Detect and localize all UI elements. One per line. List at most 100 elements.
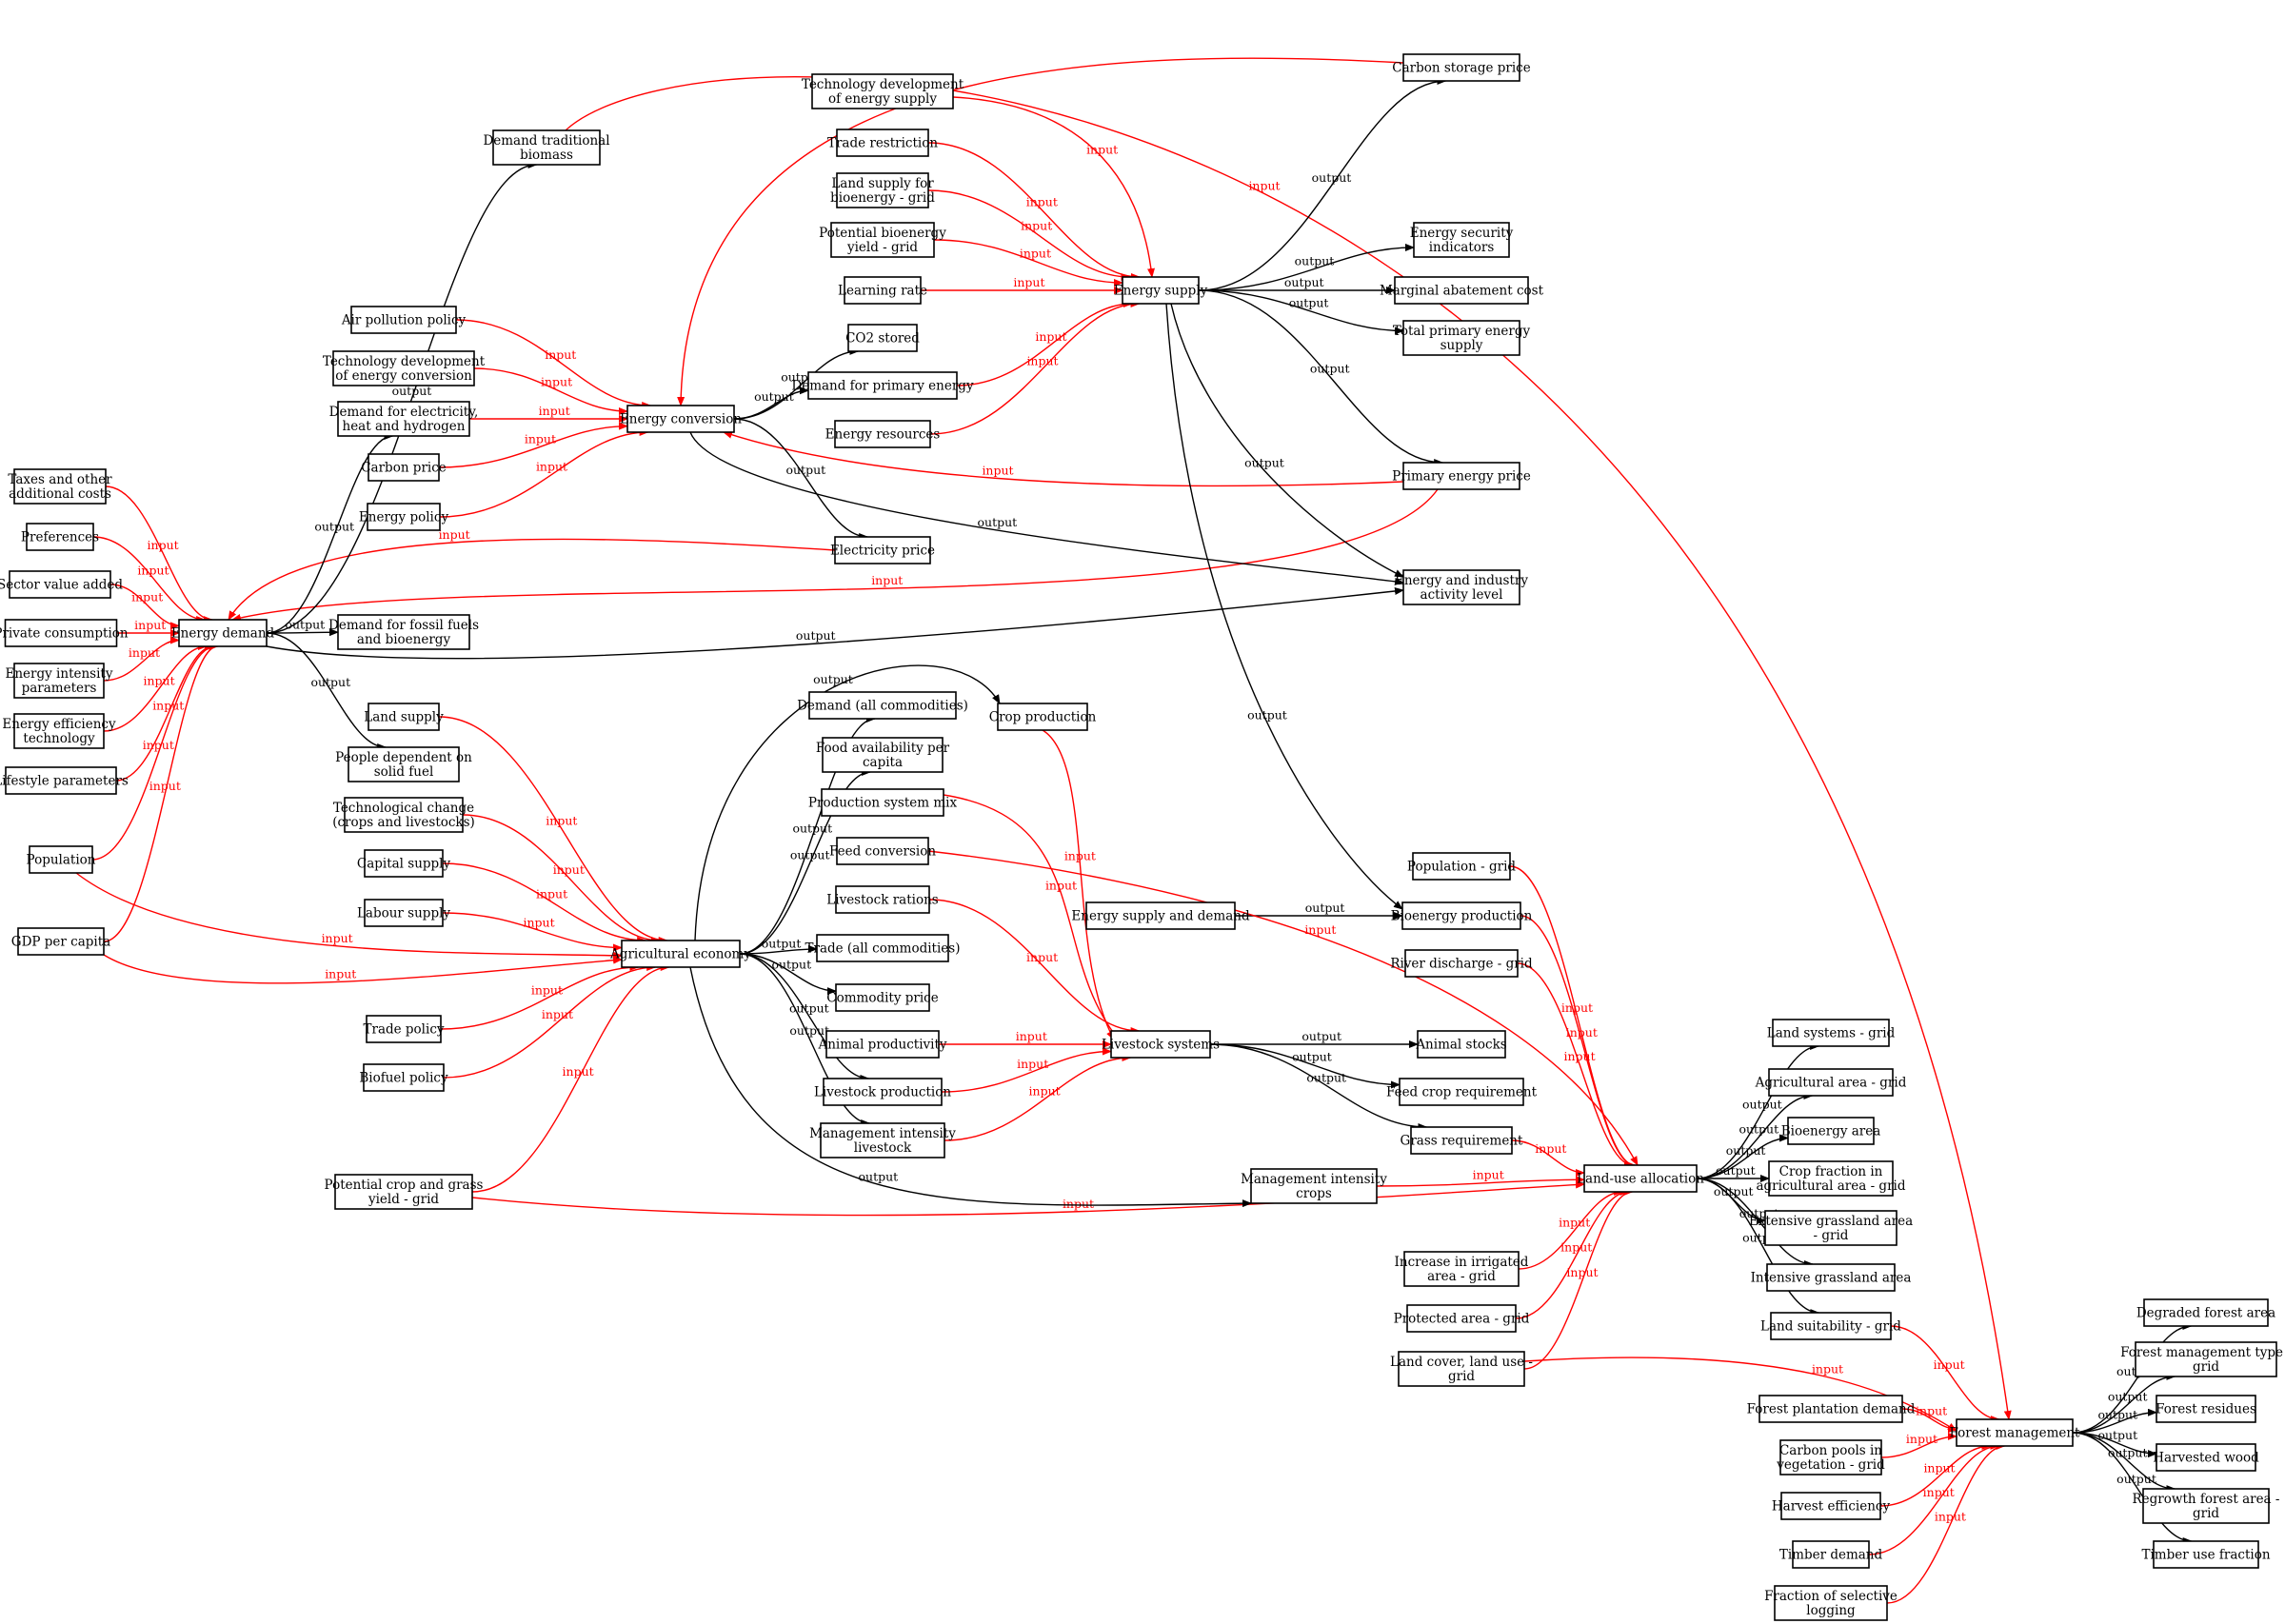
node-label-line: livestock (854, 1140, 912, 1156)
edge-agri-economy-to-mgmt-crops: output (689, 966, 1252, 1208)
edge-label-input: input (536, 460, 567, 474)
node-box (5, 766, 117, 795)
edge-land-use-alloc-to-crop-fraction: output (1697, 1163, 1770, 1182)
node-carbon-storage: Carbon storage price (1392, 53, 1531, 82)
edge-line (1696, 1092, 1814, 1179)
node-label-line: Livestock rations (826, 893, 938, 908)
node-label-line: Energy demand (171, 626, 275, 642)
edge-line (91, 643, 216, 861)
edge-energy-conversion-to-energy-industry: output (689, 431, 1404, 585)
edge-label-output: output (1306, 1071, 1346, 1085)
edge-line (75, 872, 623, 960)
node-box (367, 503, 441, 531)
node-label-line: logging (1806, 1603, 1856, 1618)
edge-energy-demand-to-demand-elec: output (266, 432, 394, 634)
node-box (368, 703, 440, 731)
node-box (830, 222, 935, 258)
node-forest-plantation: Forest plantation demand (1747, 1395, 1916, 1423)
edge-livestock-production-to-livestock-systems: input (941, 1047, 1112, 1093)
edge-line (927, 189, 1131, 281)
edge-label-output: output (771, 958, 811, 972)
node-harvested-wood: Harvested wood (2153, 1443, 2259, 1472)
node-trade-restriction: Trade restriction (827, 129, 938, 157)
node-label-line: Energy conversion (620, 412, 742, 427)
edge-label-output: output (1244, 455, 1284, 469)
edge-energy-sd-to-bioenergy-production: output (1235, 901, 1403, 920)
edge-bioenergy-production-to-land-use-alloc: input (1520, 915, 1636, 1169)
node-energy-policy: Energy policy (359, 503, 448, 531)
edge-line (1696, 1178, 1820, 1317)
edge-land-use-alloc-to-agri-area: output (1696, 1092, 1814, 1179)
edge-label-output: output (978, 515, 1018, 529)
node-agri-area: Agricultural area - grid (1755, 1068, 1907, 1097)
node-box (1758, 1395, 1903, 1423)
edge-label-output: output (1312, 170, 1352, 185)
edge-label-output: output (285, 618, 325, 632)
edge-private-consumption-to-energy-demand: input (116, 618, 180, 637)
node-label-line: Livestock production (814, 1085, 951, 1100)
edge-energy-supply-to-marginal-abatement: output (1199, 275, 1396, 294)
edge-line (471, 1180, 1585, 1217)
node-box (1399, 1078, 1524, 1106)
node-label-line: Timber demand (1779, 1548, 1883, 1563)
edge-label-input: input (1535, 1141, 1566, 1156)
node-label-line: Regrowth forest area - (2133, 1492, 2280, 1507)
edge-timber-demand-to-forest-management: input (1868, 1442, 2000, 1555)
edge-energy-supply-to-energy-industry: output (1170, 303, 1404, 578)
node-river-discharge: River discharge - grid (1390, 949, 1533, 978)
edge-line (689, 431, 1404, 585)
edge-label-input: input (1935, 1510, 1966, 1524)
node-energy-conversion: Energy conversion (620, 405, 742, 433)
node-label-line: solid fuel (374, 764, 434, 780)
node-intensive-grass: Intensive grassland area (1751, 1263, 1911, 1292)
node-label-line: Capital supply (357, 857, 451, 872)
edge-energy-supply-to-total-primary: output (1198, 289, 1404, 335)
edge-label-input: input (536, 887, 567, 901)
edge-air-pollution-to-energy-conversion: input (455, 319, 652, 409)
node-label-line: Protected area - grid (1394, 1312, 1530, 1327)
node-label-line: biomass (520, 148, 573, 163)
node-box (1085, 901, 1236, 930)
node-label-line: Preferences (21, 530, 99, 545)
node-label-line: Livestock systems (1102, 1038, 1220, 1053)
node-feed-conversion: Feed conversion (829, 837, 936, 865)
edge-label-input: input (1473, 1168, 1504, 1182)
node-label-line: vegetation - grid (1776, 1457, 1885, 1473)
edge-label-input: input (1045, 878, 1077, 892)
node-label-line: Lifestyle parameters (0, 774, 129, 789)
node-label-line: Demand for primary energy (791, 379, 974, 394)
edge-forest-plantation-to-forest-management: input (1901, 1404, 1957, 1434)
edge-livestock-systems-to-animal-stocks: output (1210, 1029, 1419, 1048)
edge-label-input: input (439, 527, 470, 542)
node-label-line: Commodity price (826, 991, 938, 1006)
node-label-line: Land systems - grid (1767, 1026, 1896, 1041)
edge-label-output: output (1726, 1143, 1766, 1158)
edge-label-input: input (1013, 275, 1044, 289)
edge-line (266, 628, 339, 637)
node-label-line: grid (2193, 1359, 2219, 1375)
node-box (348, 746, 460, 782)
node-box (1583, 1164, 1698, 1193)
node-box (835, 885, 930, 914)
node-label-line: Marginal abatement cost (1380, 284, 1544, 299)
node-box (344, 797, 464, 833)
edge-label-input: input (1934, 1357, 1965, 1372)
node-label-line: Forest management (1950, 1426, 2081, 1441)
node-tech-change: Technological change(crops and livestock… (332, 797, 475, 833)
node-label-line: indicators (1429, 240, 1495, 255)
edge-line (943, 794, 1120, 1040)
edge-line (92, 536, 207, 624)
edge-label-output: output (2108, 1390, 2148, 1404)
edge-line (438, 422, 628, 468)
edge-line (1165, 303, 1403, 910)
node-label-line: Technology development (802, 77, 964, 92)
edge-primary-price-to-energy-conversion: input (723, 431, 1404, 487)
edge-line (109, 584, 180, 630)
node-label-line: bioenergy - grid (830, 190, 935, 206)
edge-river-discharge-to-land-use-alloc: input (1517, 962, 1635, 1169)
node-timber-demand: Timber demand (1779, 1540, 1883, 1569)
